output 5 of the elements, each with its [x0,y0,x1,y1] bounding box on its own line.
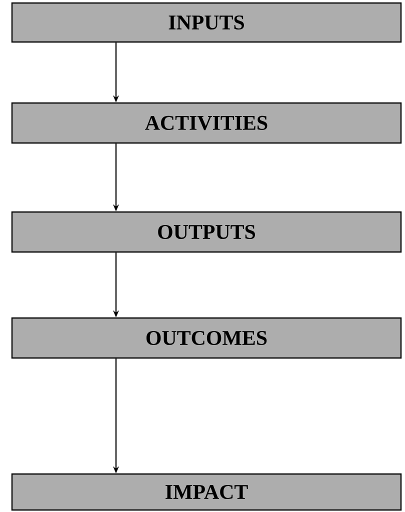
process-box: OUTPUTS [11,211,402,253]
process-box: IMPACT [11,473,402,511]
process-box: INPUTS [11,2,402,43]
process-box: ACTIVITIES [11,102,402,144]
process-box: OUTCOMES [11,317,402,359]
